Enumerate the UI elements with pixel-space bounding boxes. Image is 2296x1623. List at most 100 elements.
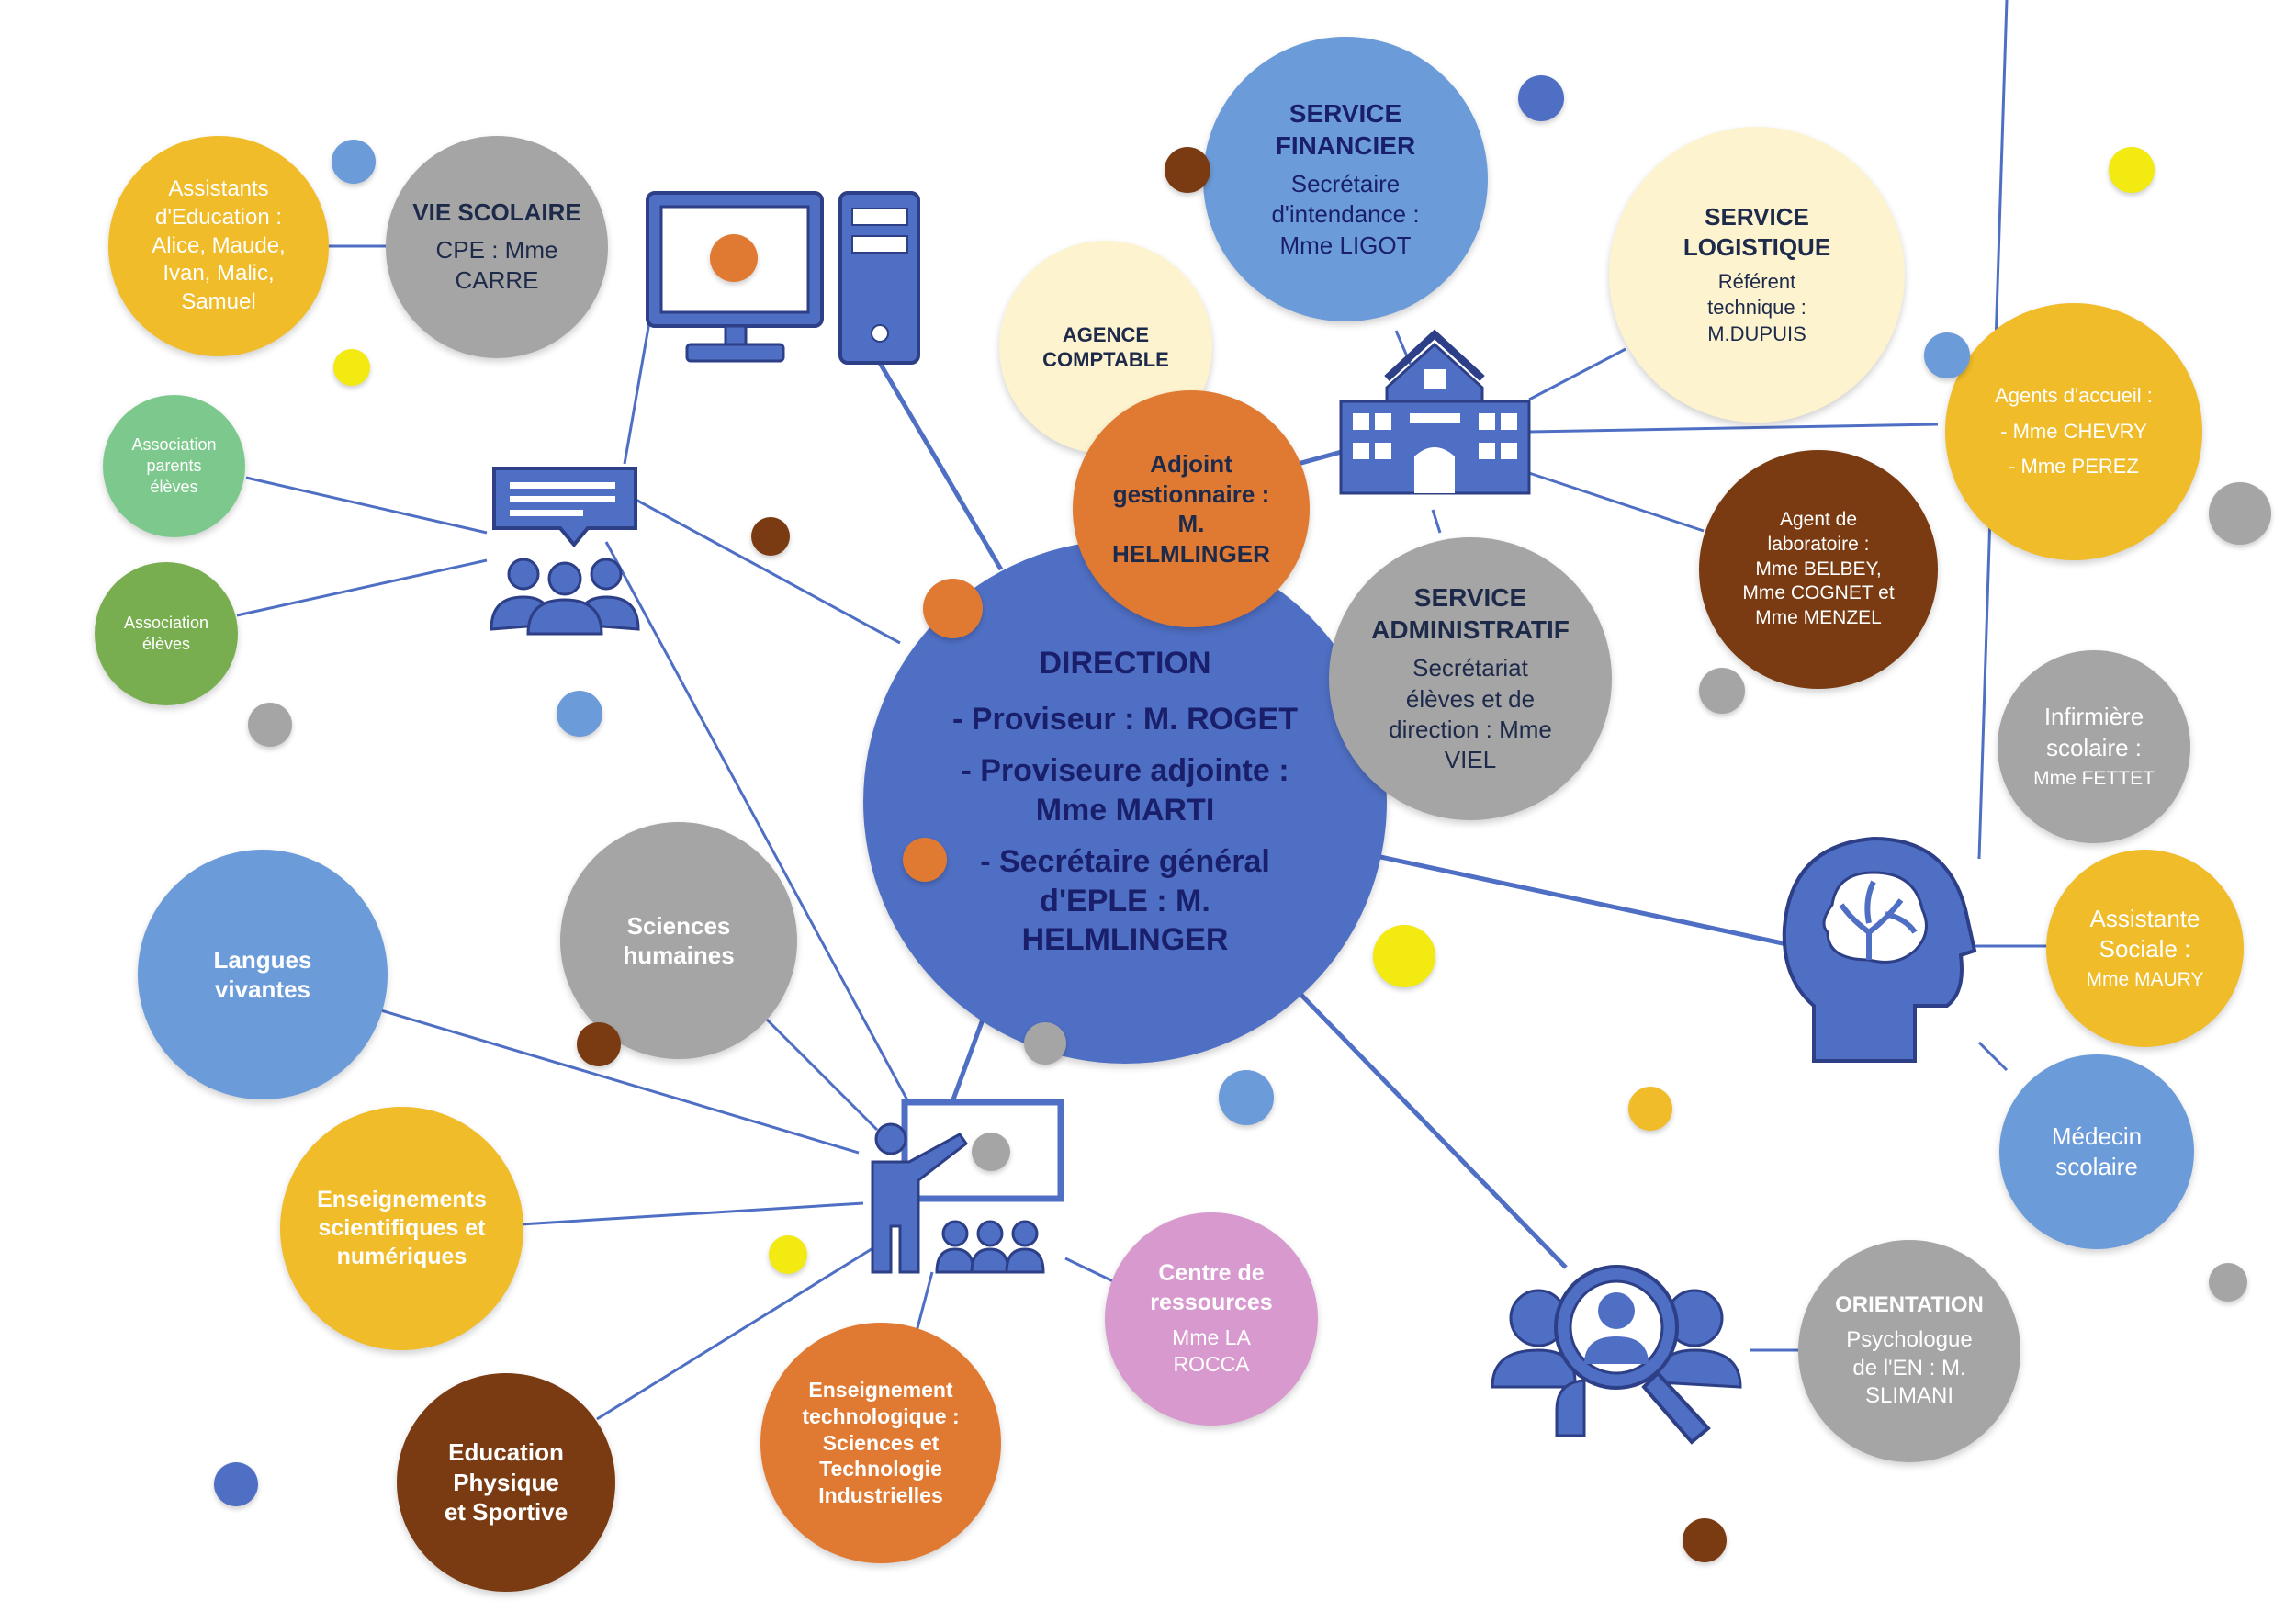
decorative-dot: [332, 140, 376, 184]
association-parents-body: Association parents élèves: [131, 434, 217, 497]
school-building-icon: [1339, 329, 1531, 495]
service-logistique-title: SERVICE LOGISTIQUE: [1683, 203, 1831, 261]
direction-proviseur: - Proviseur : M. ROGET: [952, 701, 1298, 737]
connector-discussion-teacher: [604, 541, 920, 1121]
connector-scientifiques-teacher: [520, 1201, 864, 1226]
brain-head-icon: [1782, 836, 1977, 1063]
decorative-dot: [903, 838, 947, 882]
orientation-node: ORIENTATION Psychologue de l'EN : M. SLI…: [1798, 1240, 2020, 1462]
connector-computer-discussion: [623, 316, 652, 465]
assistante-sociale-body: Assistante Sociale :: [2089, 904, 2200, 964]
connector-direction-computer: [874, 356, 1004, 571]
agent-laboratoire-body: Agent de laboratoire : Mme BELBEY, Mme C…: [1742, 508, 1895, 629]
decorative-dot: [333, 349, 370, 386]
decorative-dot: [972, 1133, 1010, 1171]
adjoint-gestionnaire-node: Adjoint gestionnaire : M. HELMLINGER: [1073, 390, 1310, 627]
decorative-dot: [1165, 147, 1210, 193]
connector-langues-teacher: [380, 1009, 860, 1155]
assistants-education-body: Assistants d'Education : Alice, Maude, I…: [152, 176, 286, 315]
decorative-dot: [1373, 925, 1435, 987]
connector-eleves-discussion: [236, 558, 488, 617]
orientation-body: Psychologue de l'EN : M. SLIMANI: [1846, 1326, 1973, 1409]
connector-medecin-health: [1977, 1041, 2009, 1072]
decorative-dot: [2209, 482, 2271, 545]
vie-scolaire-node: VIE SCOLAIRE CPE : Mme CARRE: [386, 136, 608, 358]
service-financier-node: SERVICE FINANCIER Secrétaire d'intendanc…: [1203, 37, 1488, 321]
service-administratif-body: Secrétariat élèves et de direction : Mme…: [1389, 654, 1552, 774]
service-administratif-node: SERVICE ADMINISTRATIF Secrétariat élèves…: [1329, 537, 1612, 820]
decorative-dot: [1699, 668, 1745, 714]
association-eleves-node: Association élèves: [95, 562, 238, 705]
langues-vivantes-node: Langues vivantes: [138, 850, 388, 1099]
computer-icon: [646, 191, 920, 365]
connector-building-administratif: [1431, 509, 1442, 534]
decorative-dot: [248, 703, 292, 747]
decorative-dot: [710, 234, 758, 282]
connector-eps-teacher: [596, 1238, 887, 1421]
decorative-dot: [1219, 1070, 1274, 1125]
service-financier-title: SERVICE FINANCIER: [1275, 99, 1416, 161]
decorative-dot: [1518, 75, 1564, 121]
enseignements-scientifiques-node: Enseignements scientifiques et numérique…: [280, 1107, 523, 1350]
assistants-education-node: Assistants d'Education : Alice, Maude, I…: [108, 136, 329, 356]
infirmiere-name: Mme FETTET: [2033, 767, 2155, 789]
connector-centre-teacher: [1064, 1257, 1114, 1283]
decorative-dot: [923, 579, 983, 638]
medecin-body: Médecin scolaire: [2051, 1121, 2143, 1180]
connector-building-accueil: [1528, 423, 1939, 434]
orientation-title: ORIENTATION: [1835, 1291, 1984, 1317]
vie-scolaire-body: CPE : Mme CARRE: [435, 235, 558, 295]
direction-proviseure-adjointe: - Proviseure adjointe : Mme MARTI: [961, 753, 1289, 828]
infirmiere-body: Infirmière scolaire :: [2043, 703, 2144, 761]
agence-comptable-title: AGENCE COMPTABLE: [1042, 322, 1169, 372]
enseignement-technologique-node: Enseignement technologique : Sciences et…: [760, 1323, 1001, 1563]
connector-building-laboratoire: [1528, 471, 1705, 533]
decorative-dot: [577, 1022, 621, 1066]
enseignements-scientifiques-title: Enseignements scientifiques et numérique…: [317, 1186, 487, 1270]
service-logistique-node: SERVICE LOGISTIQUE Référent technique : …: [1609, 127, 1905, 423]
agents-accueil-body: Agents d'accueil : - Mme CHEVRY - Mme PE…: [1995, 384, 2153, 479]
association-eleves-body: Association élèves: [123, 613, 209, 653]
agent-laboratoire-node: Agent de laboratoire : Mme BELBEY, Mme C…: [1699, 450, 1938, 689]
centre-ressources-title: Centre de ressources: [1150, 1260, 1273, 1315]
assistante-sociale-name: Mme MAURY: [2086, 969, 2204, 991]
vie-scolaire-title: VIE SCOLAIRE: [412, 198, 581, 227]
connector-direction-teacher: [948, 1019, 985, 1108]
decorative-dot: [1683, 1518, 1727, 1562]
medecin-node: Médecin scolaire: [1999, 1054, 2194, 1249]
teacher-classroom-icon: [871, 1099, 1064, 1274]
centre-ressources-node: Centre de ressources Mme LA ROCCA: [1105, 1212, 1318, 1426]
adjoint-gestionnaire-title: Adjoint gestionnaire : M. HELMLINGER: [1112, 450, 1270, 568]
people-search-icon: [1491, 1265, 1742, 1445]
decorative-dot: [2109, 147, 2155, 193]
service-administratif-title: SERVICE ADMINISTRATIF: [1371, 583, 1570, 645]
decorative-dot: [214, 1462, 258, 1506]
connector-sciences-humaines-teacher: [765, 1018, 879, 1132]
direction-secretaire-general: - Secrétaire général d'EPLE : M. HELMLIN…: [980, 844, 1270, 958]
association-parents-node: Association parents élèves: [103, 395, 245, 537]
service-financier-body: Secrétaire d'intendance : Mme LIGOT: [1271, 170, 1420, 259]
connector-building-logistique: [1528, 347, 1626, 401]
infirmiere-node: Infirmière scolaire : Mme FETTET: [1998, 650, 2190, 843]
sciences-humaines-title: Sciences humaines: [623, 911, 735, 970]
langues-vivantes-title: Langues vivantes: [213, 945, 312, 1004]
decorative-dot: [769, 1235, 807, 1274]
centre-ressources-body: Mme LA ROCCA: [1172, 1324, 1251, 1377]
eps-node: Education Physique et Sportive: [397, 1373, 615, 1592]
direction-title: DIRECTION: [1039, 646, 1211, 682]
eps-title: Education Physique et Sportive: [444, 1438, 568, 1527]
connector-direction-discussion: [628, 494, 901, 645]
decorative-dot: [1628, 1087, 1672, 1131]
agents-accueil-node: Agents d'accueil : - Mme CHEVRY - Mme PE…: [1945, 303, 2202, 560]
service-logistique-body: Référent technique : M.DUPUIS: [1707, 270, 1806, 345]
decorative-dot: [1024, 1022, 1066, 1065]
connector-parents-discussion: [245, 476, 488, 535]
decorative-dot: [557, 691, 602, 737]
assistante-sociale-node: Assistante Sociale : Mme MAURY: [2046, 850, 2244, 1047]
decorative-dot: [1924, 332, 1970, 378]
discussion-group-icon: [490, 467, 640, 636]
decorative-dot: [751, 517, 790, 556]
sciences-humaines-node: Sciences humaines: [560, 822, 797, 1059]
decorative-dot: [2209, 1263, 2247, 1302]
